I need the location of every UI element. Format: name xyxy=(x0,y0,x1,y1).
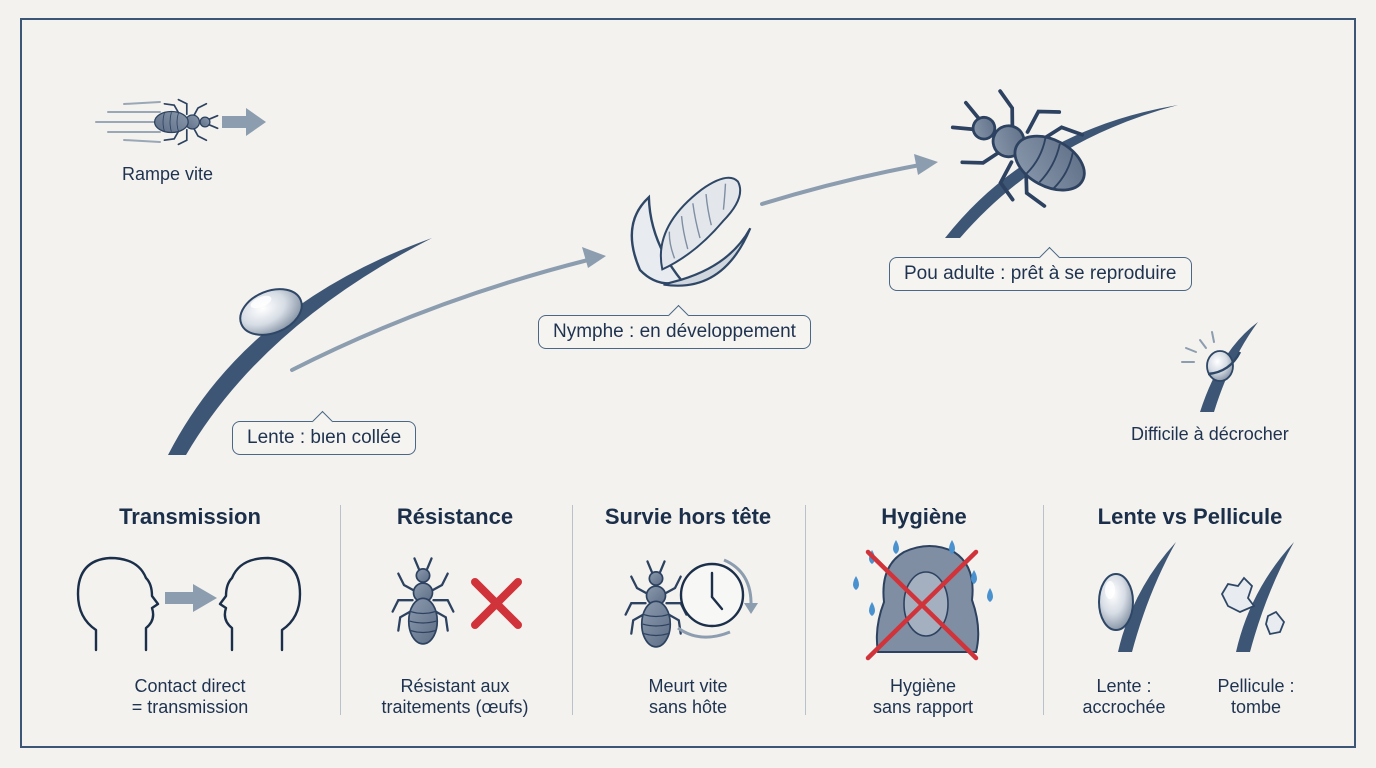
pellicule-hair-icon xyxy=(1220,542,1294,652)
col-title-transmission: Transmission xyxy=(119,504,261,529)
pou-adulte-icon xyxy=(934,69,1108,227)
clock-icon xyxy=(677,558,758,639)
divider xyxy=(805,505,806,715)
divider xyxy=(572,505,573,715)
rampe-vite-label: Rampe vite xyxy=(122,164,214,184)
hair-adulte xyxy=(945,105,1178,238)
col-title-hygiene: Hygiène xyxy=(881,504,967,529)
arrow-nymphe-adulte xyxy=(760,163,922,206)
caption-pellicule: Pellicule : tombe xyxy=(1217,676,1295,717)
hygiene-red-x-icon xyxy=(865,549,979,661)
callout-nymphe: Nymphe : en développement xyxy=(538,304,811,349)
col-title-survie: Survie hors tête xyxy=(604,504,772,529)
divider xyxy=(1043,505,1044,715)
lente-hair-icon xyxy=(1098,542,1176,652)
red-x-icon xyxy=(471,578,522,629)
decrocher-label: Difficile à décrocher xyxy=(1131,424,1289,444)
heads-icon xyxy=(76,556,302,652)
survie-louse-icon xyxy=(624,560,688,649)
caption-resistance: Résistant aux traitements (œufs) xyxy=(381,676,529,717)
col-title-lente-pellicule: Lente vs Pellicule xyxy=(1097,504,1283,529)
hair-lente xyxy=(168,238,432,455)
divider xyxy=(340,505,341,715)
caption-lente: Lente : accrochée xyxy=(1082,676,1166,717)
decrocher-icon xyxy=(1181,322,1258,412)
caption-hygiene: Hygiène sans rapport xyxy=(872,676,974,717)
nymphe-shell xyxy=(630,176,752,287)
arrow-lente-nymphe xyxy=(290,258,590,372)
caption-transmission: Contact direct = transmission xyxy=(131,676,249,717)
callout-adulte: Pou adulte : prêt à se reproduire xyxy=(889,246,1192,291)
rampe-vite-icon xyxy=(95,98,266,146)
lente-egg xyxy=(239,288,303,336)
resistance-louse-icon xyxy=(391,557,455,646)
col-title-resistance: Résistance xyxy=(396,504,514,529)
caption-survie: Meurt vite sans hôte xyxy=(648,676,728,717)
callout-lente: Lente : bien collée xyxy=(232,410,417,455)
